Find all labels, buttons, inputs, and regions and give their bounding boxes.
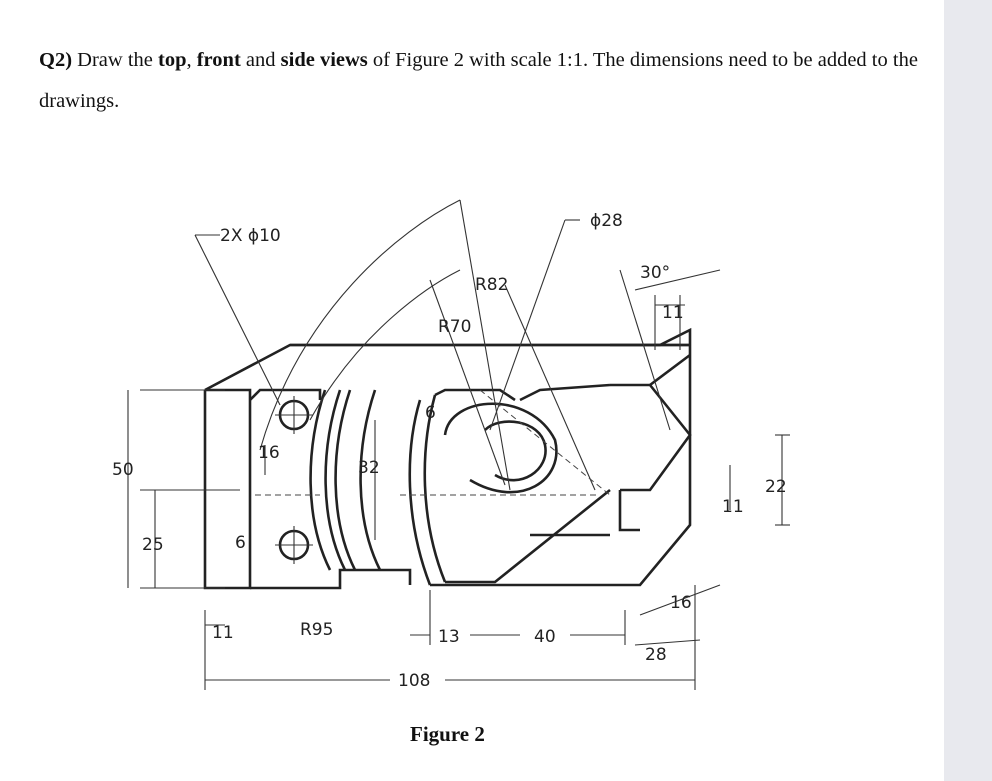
dim-11-top: 11	[662, 303, 684, 323]
holes	[275, 396, 313, 564]
dim-6-lower: 6	[235, 533, 246, 553]
dim-r82: R82	[475, 275, 508, 295]
dim-25: 25	[142, 535, 164, 555]
question-text-part: Draw the	[72, 49, 158, 71]
document-page: Q2) Draw the top, front and side views o…	[39, 40, 919, 746]
dim-16-left: 16	[258, 443, 280, 463]
dim-r95: R95	[300, 620, 333, 640]
side-panel	[944, 0, 992, 781]
dim-13: 13	[438, 627, 460, 647]
dim-22: 22	[765, 477, 787, 497]
keyword-side-views: side views	[280, 49, 368, 71]
dim-16-right: 16	[670, 593, 692, 613]
question-text-part: and	[240, 49, 281, 71]
dim-28: 28	[645, 645, 667, 665]
dim-108: 108	[398, 671, 430, 691]
question-text-part: ,	[186, 49, 197, 71]
keyword-top: top	[158, 49, 187, 71]
dim-32: 32	[358, 458, 380, 478]
dim-50: 50	[112, 460, 134, 480]
keyword-front: front	[196, 49, 241, 71]
question-label: Q2)	[39, 49, 73, 71]
question-text-part: of Figure 2 with scale 1:1. The dimensio…	[39, 49, 918, 112]
dim-dia-28: ϕ28	[590, 211, 623, 231]
dim-40: 40	[534, 627, 556, 647]
dim-angle-30: 30°	[640, 263, 670, 283]
dim-11-right: 11	[722, 497, 744, 517]
dimension-lines	[127, 199, 790, 690]
figure-caption: Figure 2	[410, 722, 485, 746]
dim-6-slot: 6	[425, 403, 436, 423]
dim-holes: 2X ϕ10	[220, 226, 281, 246]
dim-r70: R70	[438, 317, 471, 337]
part-outline	[203, 327, 692, 590]
dim-11-bottom: 11	[212, 623, 234, 643]
question-text: Q2) Draw the top, front and side views o…	[39, 40, 919, 122]
dimension-labels: 2X ϕ10 ϕ28 R82 R70 30° 11 6 16 32 50 25 …	[112, 211, 787, 691]
isometric-drawing: 2X ϕ10 ϕ28 R82 R70 30° 11 6 16 32 50 25 …	[112, 199, 790, 691]
